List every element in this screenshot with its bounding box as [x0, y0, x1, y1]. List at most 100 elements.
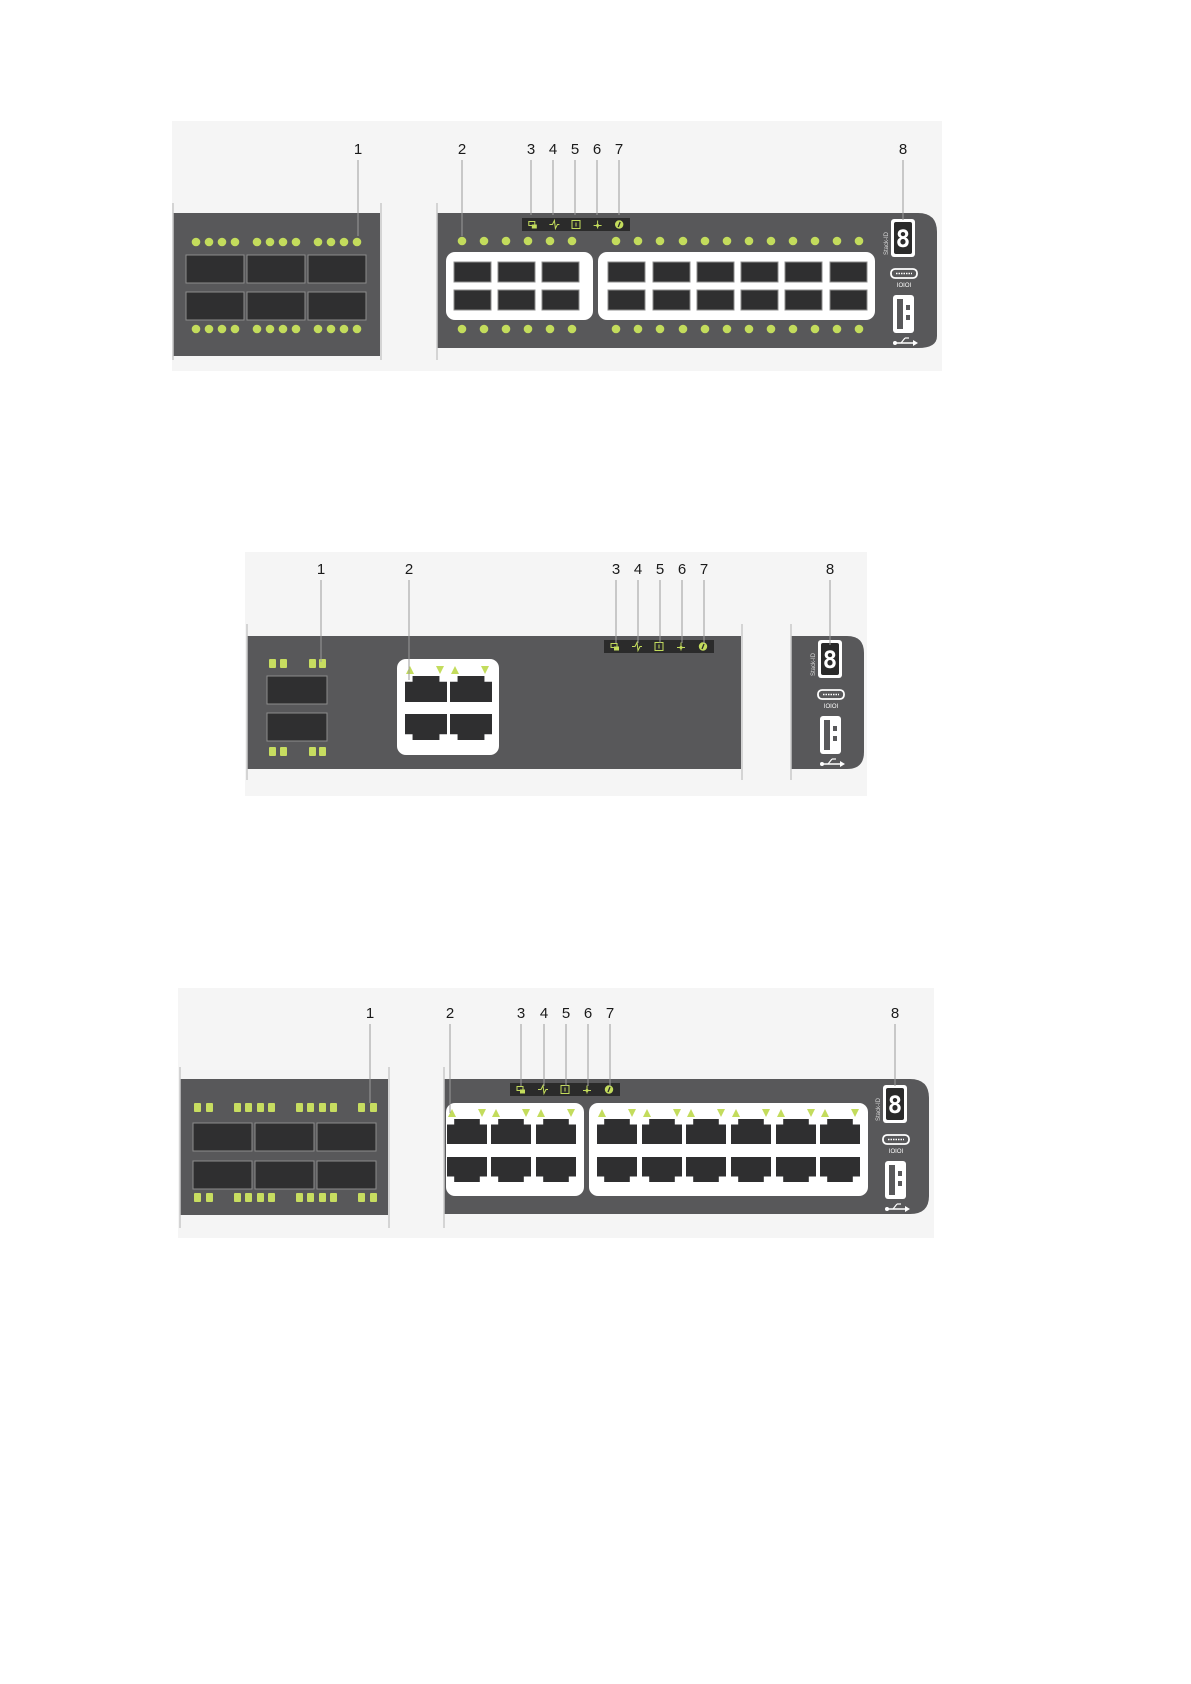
port-led: [279, 238, 288, 247]
port-led: [330, 1103, 337, 1112]
sfp-port: [308, 255, 366, 283]
port-led: [234, 1193, 241, 1202]
usb-port-pin: [833, 726, 837, 731]
port-led: [358, 1193, 365, 1202]
callout-number: 3: [527, 141, 535, 158]
icon-part: [614, 647, 619, 651]
port-led: [833, 237, 842, 246]
sfp-port: [697, 290, 734, 310]
locator-icon: [605, 1085, 613, 1093]
port-led: [314, 325, 323, 334]
port-led: [234, 1103, 241, 1112]
sfp-port: [498, 290, 535, 310]
sfp-port: [785, 290, 822, 310]
port-led: [307, 1193, 314, 1202]
port-led: [656, 325, 665, 334]
port-led: [206, 1103, 213, 1112]
callout-number: 7: [606, 1005, 614, 1022]
port-led: [205, 325, 214, 334]
locator-icon: [699, 642, 707, 650]
usb-port-tongue: [897, 299, 903, 329]
sfp-port: [608, 262, 645, 282]
stack-id-label: Stack-ID: [884, 231, 890, 255]
sfp-port: [608, 290, 645, 310]
callout-number: 8: [891, 1005, 899, 1022]
port-led: [656, 237, 665, 246]
port-led: [340, 325, 349, 334]
port-led: [309, 747, 316, 756]
port-led: [767, 325, 776, 334]
icon-part: [680, 646, 683, 649]
callout-number: 5: [562, 1005, 570, 1022]
port-led: [701, 325, 710, 334]
port-led: [205, 238, 214, 247]
port-led: [723, 325, 732, 334]
switch-diagram-1: 8Stack-IDIOIOI12345678: [172, 121, 942, 371]
icon-part: [885, 1207, 889, 1211]
stack-id-digit: 8: [896, 225, 910, 253]
sfp-port: [193, 1123, 252, 1151]
port-led: [546, 325, 555, 334]
console-port-label: IOIOI: [889, 1149, 904, 1155]
port-led: [245, 1103, 252, 1112]
callout-number: 1: [366, 1005, 374, 1022]
switch-diagram-2: 8Stack-IDIOIOI12345678: [245, 552, 867, 796]
port-led: [723, 237, 732, 246]
port-led: [568, 237, 577, 246]
port-led: [370, 1103, 377, 1112]
sfp-port: [741, 262, 778, 282]
port-led: [568, 325, 577, 334]
callout-number: 8: [826, 561, 834, 578]
port-led: [340, 238, 349, 247]
port-led: [634, 237, 643, 246]
callout-number: 7: [700, 561, 708, 578]
sfp-port: [741, 290, 778, 310]
sfp-port: [830, 262, 867, 282]
port-led: [833, 325, 842, 334]
switch-diagram-3: 8Stack-IDIOIOI12345678: [178, 988, 934, 1238]
port-led: [612, 325, 621, 334]
port-led: [634, 325, 643, 334]
usb-port-tongue: [889, 1165, 895, 1195]
icon-part: [532, 225, 537, 229]
port-led: [319, 747, 326, 756]
icon-part: [893, 341, 897, 345]
port-led: [679, 237, 688, 246]
stack-id-label: Stack-ID: [811, 652, 817, 676]
port-led: [253, 325, 262, 334]
sfp-port: [186, 255, 244, 283]
port-led: [206, 1193, 213, 1202]
callout-number: 2: [405, 561, 413, 578]
port-led: [679, 325, 688, 334]
port-led: [319, 1193, 326, 1202]
usb-port: [820, 716, 841, 754]
port-led: [745, 237, 754, 246]
stack-id-label: Stack-ID: [876, 1097, 882, 1121]
port-led: [292, 238, 301, 247]
sfp-port: [247, 255, 305, 283]
port-led: [192, 238, 201, 247]
callout-number: 6: [593, 141, 601, 158]
callout-number: 6: [584, 1005, 592, 1022]
icon-part: [586, 1089, 589, 1092]
usb-port-tongue: [824, 720, 830, 750]
console-port-label: IOIOI: [824, 704, 839, 710]
port-led: [524, 325, 533, 334]
expansion-module-panel: [173, 213, 380, 356]
callout-number: 6: [678, 561, 686, 578]
port-led: [480, 237, 489, 246]
sfp-port: [255, 1161, 314, 1189]
callout-number: 5: [571, 141, 579, 158]
port-led: [279, 325, 288, 334]
port-led: [280, 747, 287, 756]
callout-number: 2: [446, 1005, 454, 1022]
port-led: [353, 325, 362, 334]
port-led: [296, 1193, 303, 1202]
port-led: [309, 659, 316, 668]
port-led: [218, 325, 227, 334]
port-led: [767, 237, 776, 246]
port-led: [245, 1193, 252, 1202]
port-led: [458, 325, 467, 334]
usb-port: [893, 295, 914, 333]
callout-number: 3: [517, 1005, 525, 1022]
